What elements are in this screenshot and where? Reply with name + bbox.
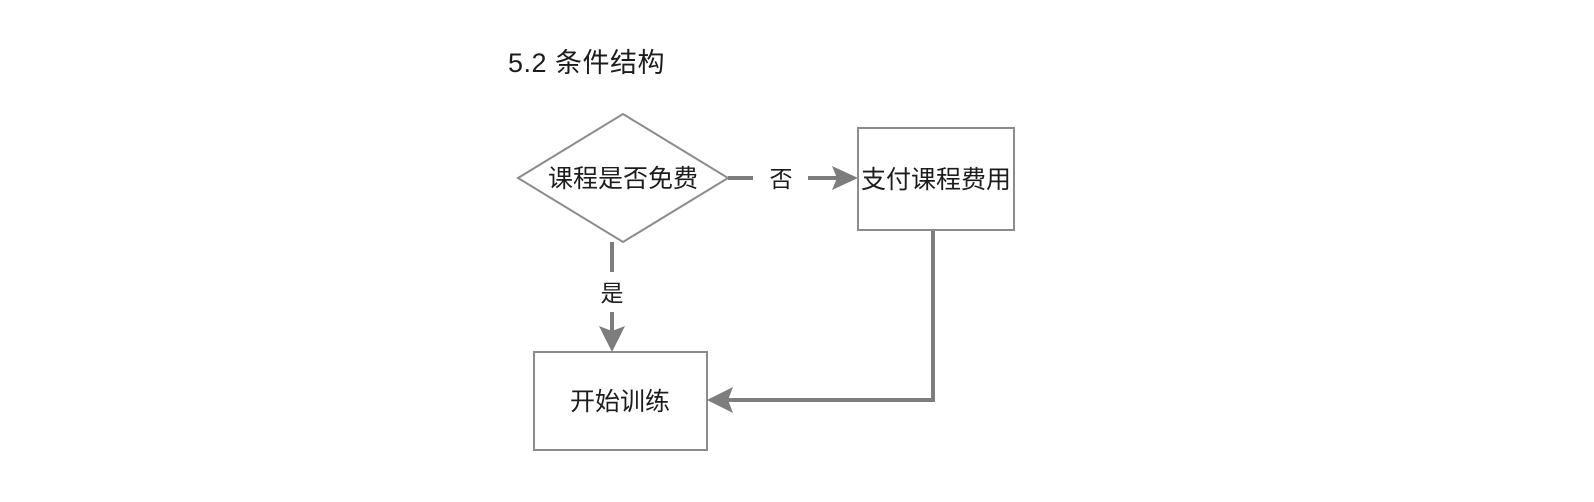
edge-label-yes: 是 [601, 280, 624, 306]
edge-pay-to-train [707, 230, 935, 413]
pay-box-shape [857, 127, 1015, 231]
train-box-shape [533, 351, 708, 451]
edge-decision-to-pay: 否 [728, 166, 858, 192]
node-decision[interactable]: 课程是否免费 [516, 112, 730, 244]
edge-decision-to-train: 是 [599, 242, 625, 352]
node-decision-label: 课程是否免费 [548, 165, 698, 193]
edge-return-path [726, 230, 935, 402]
node-train-label: 开始训练 [570, 388, 670, 416]
arrow-left-icon [707, 387, 733, 413]
arrow-right-icon [832, 166, 858, 190]
arrow-down-icon [599, 326, 625, 352]
node-train[interactable]: 开始训练 [533, 351, 708, 451]
node-pay[interactable]: 支付课程费用 [857, 127, 1015, 231]
page-title: 5.2 条件结构 [508, 48, 666, 78]
edge-label-no: 否 [770, 166, 793, 192]
node-pay-label: 支付课程费用 [861, 166, 1011, 194]
